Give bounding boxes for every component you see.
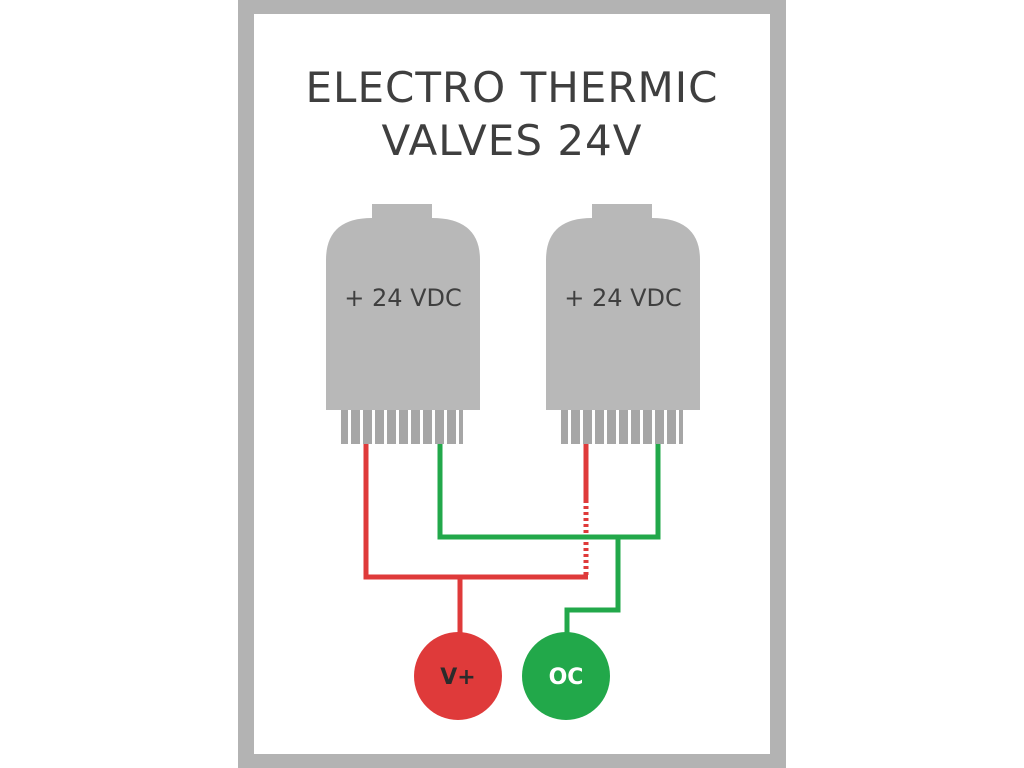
valve-1-body <box>326 218 480 410</box>
terminal-positive-label: V+ <box>440 665 475 690</box>
title-line-1: ELECTRO THERMIC <box>306 63 719 112</box>
red-wire-valve-1 <box>363 444 463 640</box>
wires <box>363 444 661 640</box>
terminal-positive-circle <box>414 632 502 720</box>
terminal-positive: V+ <box>414 632 502 720</box>
terminal-output-label: OC <box>549 665 584 690</box>
terminal-output: OC <box>522 632 610 720</box>
green-wire-valve-1 <box>437 444 661 540</box>
valve-2-cap <box>592 204 652 220</box>
terminal-output-circle <box>522 632 610 720</box>
green-wire-to-output <box>564 537 621 640</box>
valve-1-cap <box>372 204 432 220</box>
valve-2-label: + 24 VDC <box>564 284 682 312</box>
valve-2-fin-slots <box>568 410 679 444</box>
valve-2-body <box>546 218 700 410</box>
valve-2: + 24 VDC <box>546 204 700 444</box>
valve-1: + 24 VDC <box>326 204 480 444</box>
title-line-2: VALVES 24V <box>381 116 642 165</box>
valve-1-fin-slots <box>348 410 459 444</box>
valve-1-label: + 24 VDC <box>344 284 462 312</box>
